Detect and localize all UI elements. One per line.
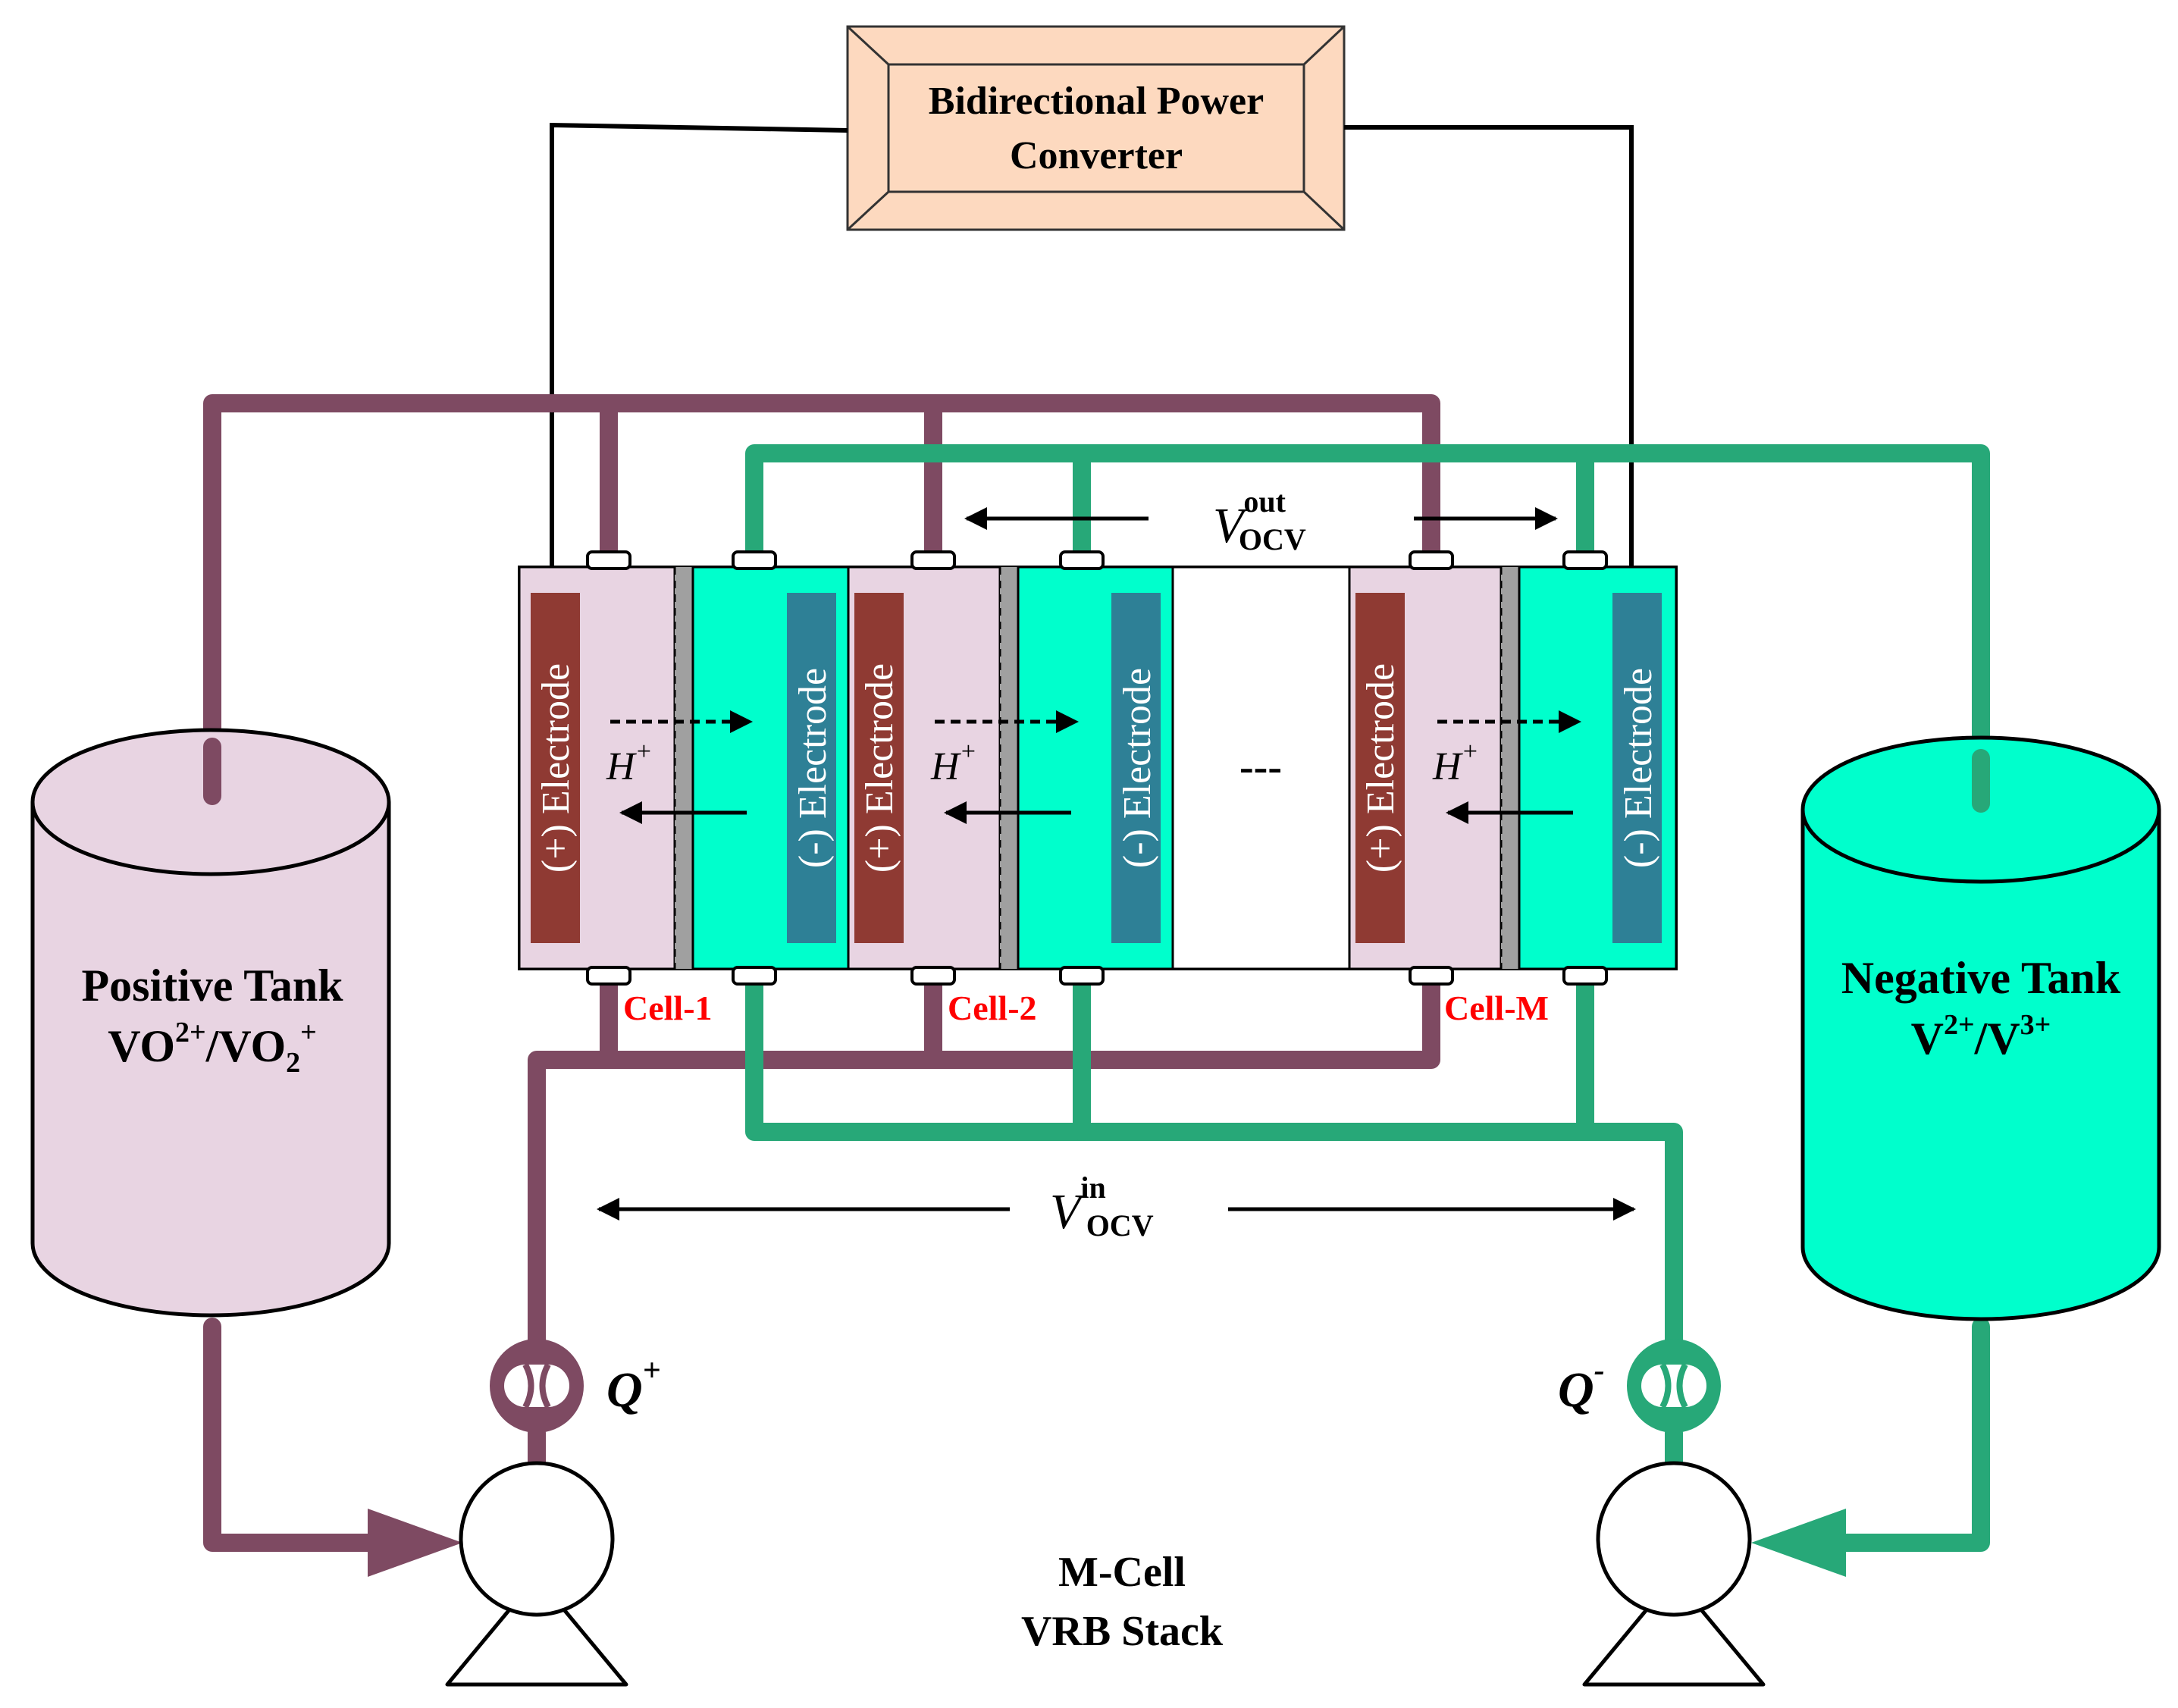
converter-label-line2: Converter — [1010, 134, 1183, 177]
omitted-cells: --- — [1171, 566, 1351, 970]
flow-label-negative: Q- — [1558, 1353, 1605, 1418]
stack-caption-line2: VRB Stack — [1021, 1608, 1224, 1655]
cell-2-negative-electrode-label: (-) Electrode — [1116, 668, 1159, 868]
cell-1-positive-electrode — [531, 593, 580, 943]
cell-m-negative-electrode — [1612, 593, 1662, 943]
cell-m-ion: H+ — [1432, 738, 1479, 788]
flow-label-positive: Q+ — [606, 1353, 661, 1418]
cell-2-positive-electrode — [854, 593, 904, 943]
cell-1: (+) Electrode (-) Electrode H+ Cell-1 — [518, 550, 850, 1027]
cell-m-negative-electrode-label: (-) Electrode — [1617, 668, 1660, 868]
negative-tank-title: Negative Tank — [1841, 953, 2121, 1003]
flow-meter-negative: Q- — [1558, 1339, 1721, 1433]
cell-2: (+) Electrode (-) Electrode H+ Cell-2 — [847, 550, 1174, 1027]
cell-1-negative-electrode-label: (-) Electrode — [791, 668, 835, 868]
negative-tank: Negative Tank V2+/V3+ — [1800, 735, 2161, 1321]
ellipsis: --- — [1239, 744, 1282, 791]
positive-pipes — [203, 394, 1440, 1552]
cell-m-positive-electrode-label: (+) Electrode — [1359, 663, 1402, 873]
negative-return-arrowhead — [1751, 1509, 1846, 1577]
pump-negative — [1582, 1461, 1766, 1687]
flow-meter-positive: Q+ — [490, 1339, 661, 1433]
cell-2-label: Cell-2 — [948, 989, 1037, 1027]
vrb-stack: (+) Electrode (-) Electrode H+ Cell-1 (+… — [518, 550, 1678, 1027]
wire-positive — [550, 122, 848, 606]
cell-m: (+) Electrode (-) Electrode H+ Cell-M — [1348, 550, 1678, 1027]
negative-tank-species: V2+/V3+ — [1911, 1009, 2051, 1064]
power-converter: Bidirectional Power Converter — [846, 25, 1346, 231]
cell-2-positive-electrode-label: (+) Electrode — [858, 663, 901, 873]
stack-caption-line1: M-Cell — [1058, 1549, 1186, 1596]
cell-m-label: Cell-M — [1444, 989, 1549, 1027]
cell-2-negative-electrode — [1111, 593, 1161, 943]
cell-1-negative-electrode — [787, 593, 836, 943]
cell-2-ion: H+ — [930, 738, 977, 788]
pump-positive — [445, 1461, 628, 1687]
cell-m-positive-electrode — [1355, 593, 1405, 943]
positive-tank-title: Positive Tank — [81, 961, 343, 1011]
positive-tank: Positive Tank VO2+/VO2+ — [30, 728, 391, 1318]
positive-return-arrowhead — [368, 1509, 462, 1577]
cell-1-label: Cell-1 — [623, 989, 713, 1027]
cell-1-ion: H+ — [606, 738, 653, 788]
negative-pipes — [745, 444, 1990, 1552]
cell-1-positive-electrode-label: (+) Electrode — [534, 663, 578, 873]
converter-label-line1: Bidirectional Power — [929, 80, 1264, 123]
positive-tank-species: VO2+/VO2+ — [108, 1017, 317, 1079]
